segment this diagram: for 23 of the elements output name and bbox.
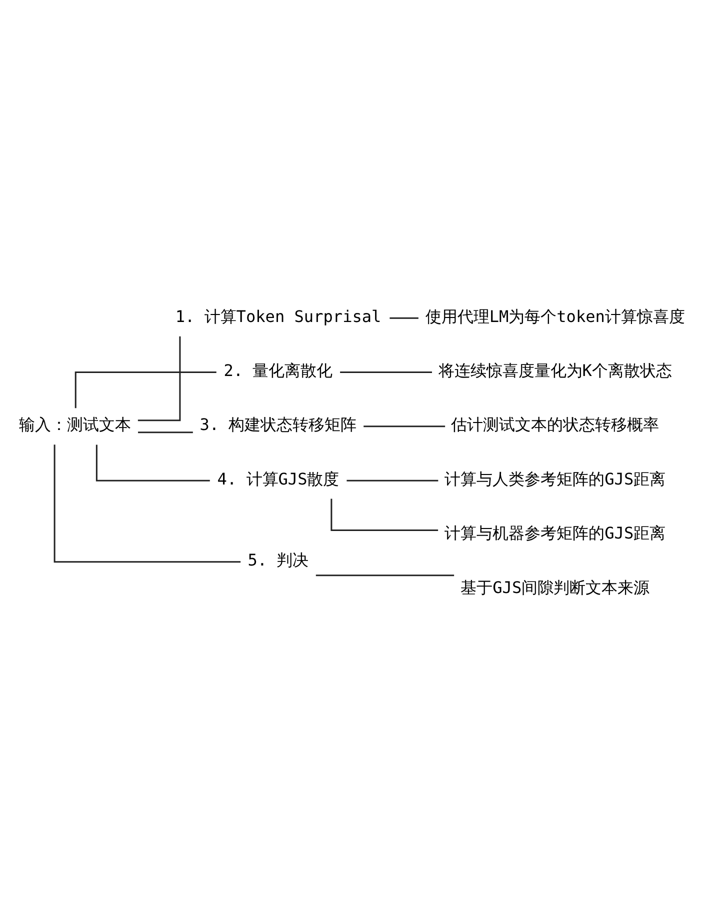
node-text: 5. 判决 — [248, 550, 309, 570]
connector — [138, 336, 181, 421]
connector — [138, 431, 193, 433]
node-text: 估计测试文本的状态转移概率 — [451, 414, 660, 434]
node-text: 计算与机器参考矩阵的GJS距离 — [444, 523, 666, 542]
node-text: 3. 构建状态转移矩阵 — [200, 414, 357, 434]
node-text: 4. 计算GJS散度 — [217, 468, 340, 488]
connector — [54, 444, 241, 562]
node-text: 将连续惊喜度量化为K个离散状态 — [438, 360, 672, 380]
node-text: 使用代理LM为每个token计算惊喜度 — [425, 306, 685, 326]
connector — [96, 444, 210, 481]
connector — [74, 370, 216, 408]
connector — [364, 425, 446, 427]
connector — [316, 574, 454, 576]
connector — [340, 370, 432, 372]
node-text: 2. 量化离散化 — [224, 360, 333, 380]
connector — [390, 316, 418, 318]
node-text: 输入：测试文本 — [19, 414, 132, 434]
node-text: 1. 计算Token Surprisal — [175, 306, 382, 326]
connector — [330, 498, 438, 530]
node-text: 计算与人类参考矩阵的GJS距离 — [444, 468, 666, 488]
node-text: 基于GJS间隙判断文本来源 — [460, 577, 650, 596]
connector — [346, 479, 438, 481]
